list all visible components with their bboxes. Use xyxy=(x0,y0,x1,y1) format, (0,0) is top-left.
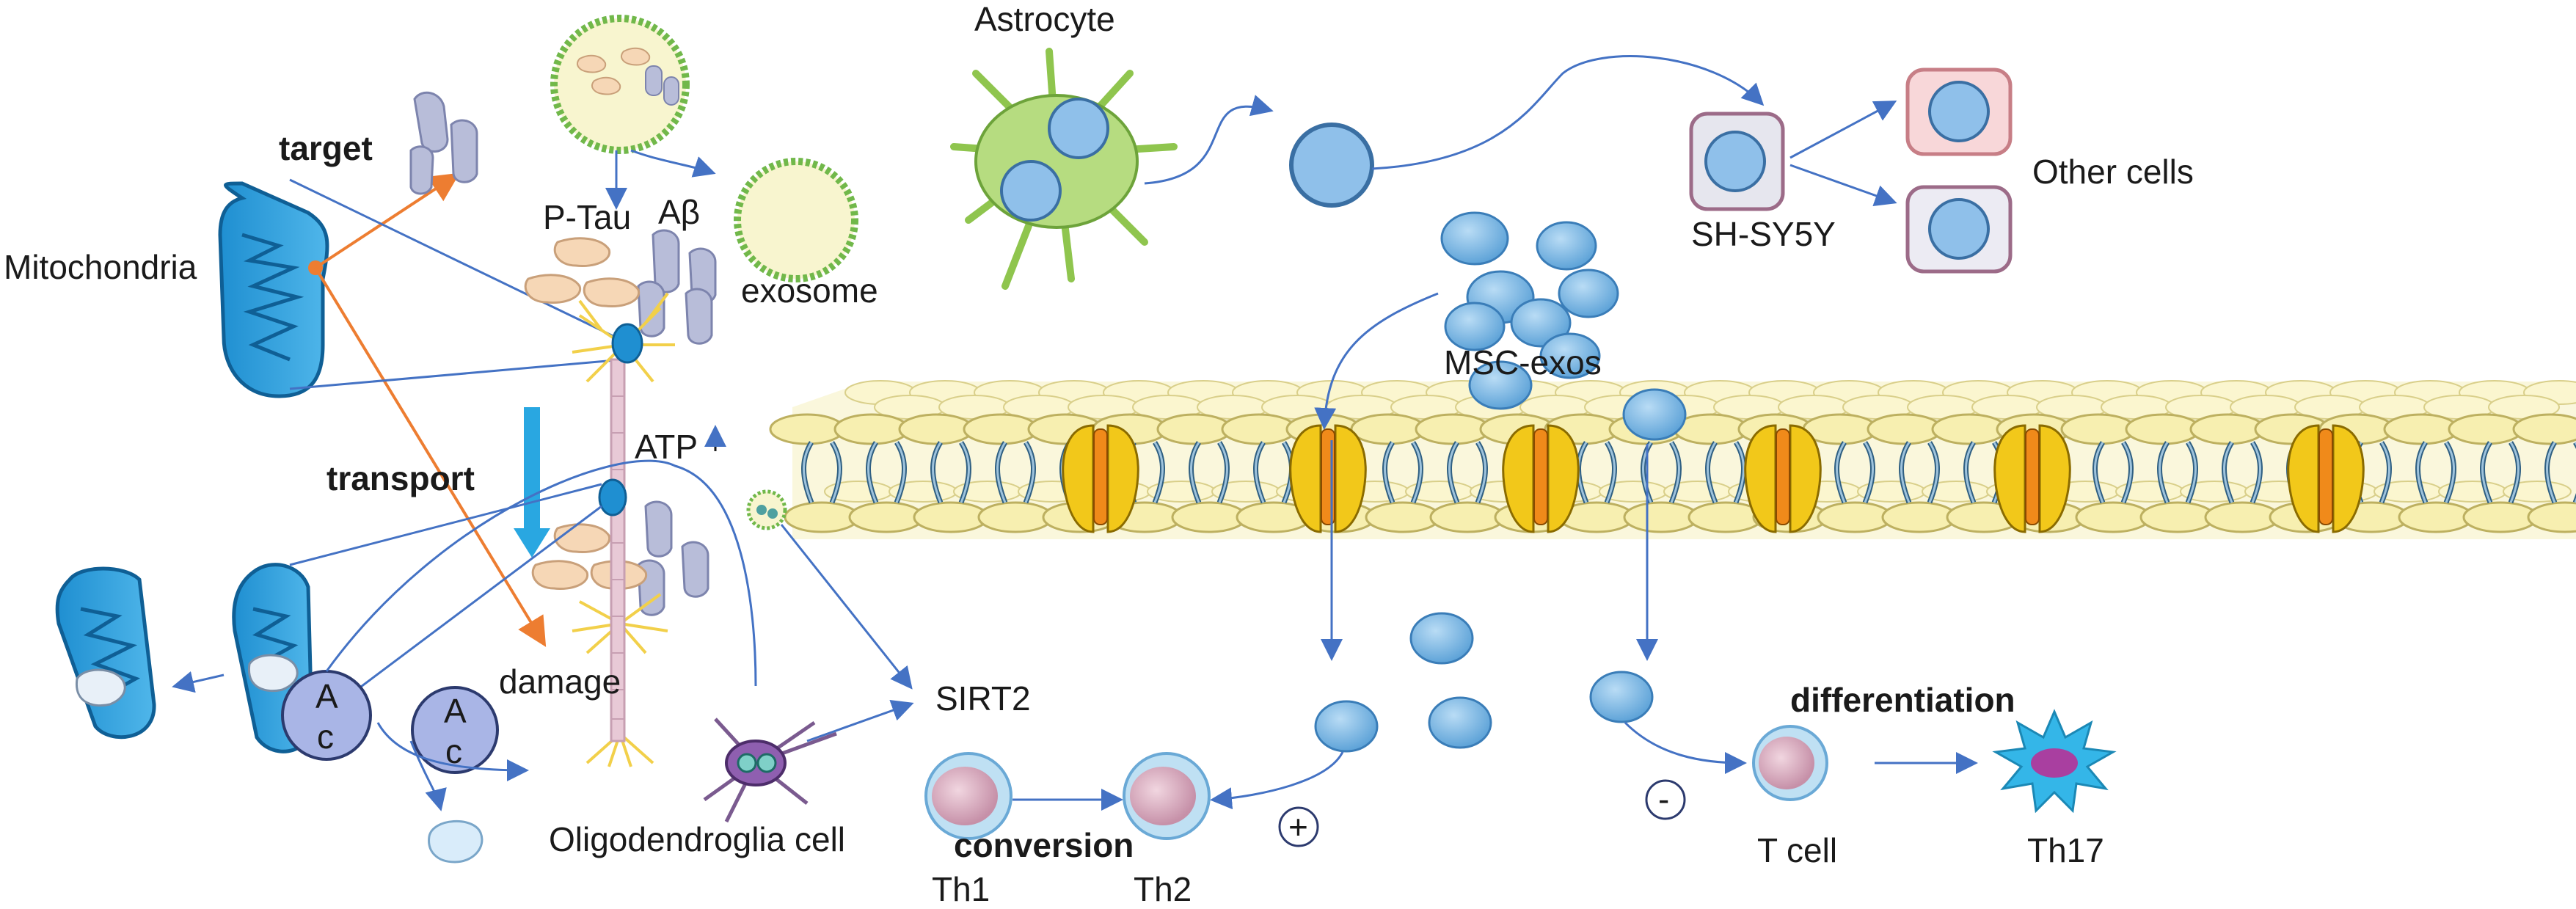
exosome-source-vesicle xyxy=(550,15,690,154)
plus-circle xyxy=(1278,806,1319,847)
label-t-cell: T cell xyxy=(1757,831,1837,869)
neuron xyxy=(572,292,675,767)
label-exosome: exosome xyxy=(741,271,878,310)
th17-cell xyxy=(1992,709,2117,814)
abeta-aggregates xyxy=(409,91,717,616)
mitochondrion-left xyxy=(55,566,156,740)
label-sirt2: SIRT2 xyxy=(935,679,1031,718)
label-th2: Th2 xyxy=(1134,870,1192,908)
transport-arrow xyxy=(514,407,550,558)
protein-fragment xyxy=(428,819,484,864)
mitochondrion-large xyxy=(218,181,329,398)
label-ac1-c: c xyxy=(317,718,334,756)
th1-cell xyxy=(924,752,1012,840)
label-atp: ATP xyxy=(635,428,698,466)
minus-circle xyxy=(1645,779,1686,820)
label-plus: + xyxy=(1288,808,1308,846)
label-other-cells: Other cells xyxy=(2032,153,2194,191)
label-p-tau: P-Tau xyxy=(543,198,631,236)
small-exosome xyxy=(746,489,787,530)
msc-exos-group xyxy=(1440,211,1687,441)
label-target: target xyxy=(279,129,373,167)
oligodendroglia-cell xyxy=(703,718,837,823)
t-cell xyxy=(1752,725,1828,801)
exos-below-membrane xyxy=(1314,612,1654,753)
label-th1: Th1 xyxy=(932,870,990,908)
label-abeta: Aβ xyxy=(658,193,700,231)
label-ac2-c: c xyxy=(445,732,462,770)
label-differentiation: differentiation xyxy=(1790,681,2015,719)
label-ac2-a: A xyxy=(444,692,467,730)
label-oligodendroglia: Oligodendroglia cell xyxy=(549,820,845,858)
th2-cell xyxy=(1123,752,1211,840)
label-minus: - xyxy=(1658,780,1669,818)
label-msc-exos: MSC-exos xyxy=(1444,343,1602,382)
sh-sy5y-cell xyxy=(1689,112,1785,211)
exosome xyxy=(734,158,858,282)
label-sh-sy5y: SH-SY5Y xyxy=(1691,215,1836,253)
label-th17: Th17 xyxy=(2027,831,2104,869)
other-cell-bottom xyxy=(1905,185,2013,274)
label-conversion: conversion xyxy=(954,826,1134,864)
label-astrocyte: Astrocyte xyxy=(974,0,1115,38)
label-mitochondria: Mitochondria xyxy=(4,248,197,286)
label-ac1-a: A xyxy=(315,677,338,715)
astrocyte-exosome xyxy=(1289,123,1374,208)
label-damage: damage xyxy=(499,662,621,701)
cell-membrane xyxy=(769,380,2576,539)
acetyl-group-2 xyxy=(411,686,499,774)
label-transport: transport xyxy=(326,459,475,497)
astrocyte xyxy=(950,48,1178,290)
other-cell-top xyxy=(1905,67,2013,156)
